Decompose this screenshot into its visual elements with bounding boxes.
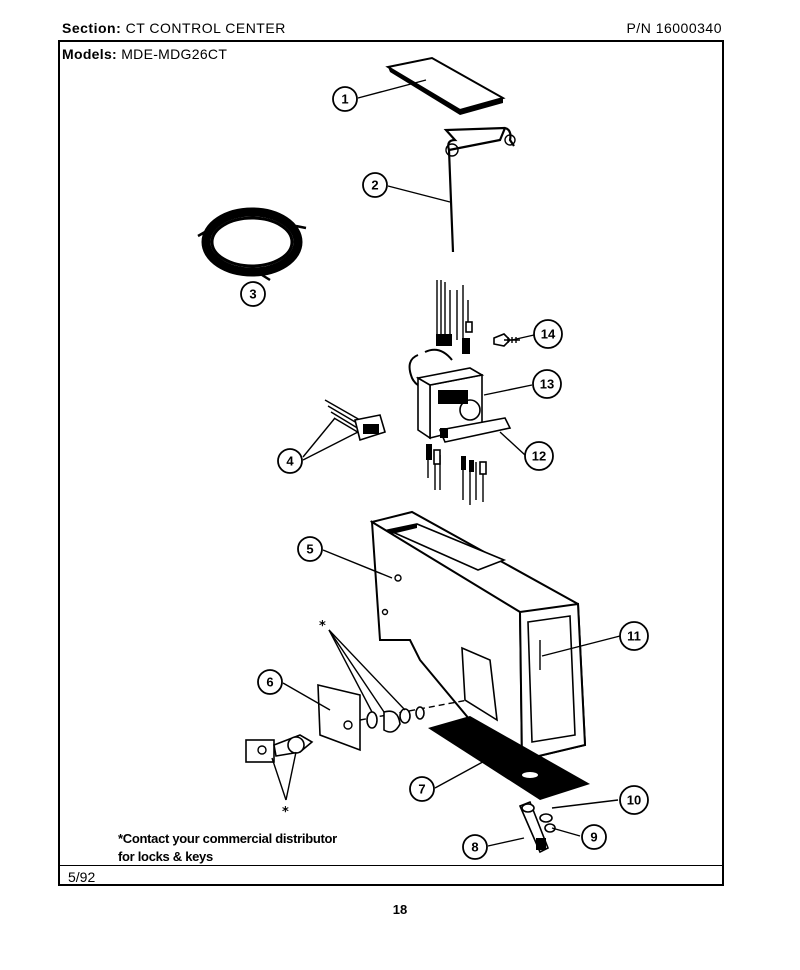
svg-text:7: 7: [418, 782, 425, 797]
pn-label: P/N: [626, 20, 652, 36]
wire-leads-upper: [436, 280, 473, 354]
svg-text:14: 14: [541, 327, 556, 342]
svg-text:3: 3: [249, 287, 256, 302]
svg-text:8: 8: [471, 840, 478, 855]
section-header: Section: CT CONTROL CENTER: [62, 20, 286, 36]
svg-text:10: 10: [627, 793, 641, 808]
section-value: CT CONTROL CENTER: [125, 20, 286, 36]
svg-text:4: 4: [286, 454, 294, 469]
part-6-lock-assembly: [245, 683, 469, 763]
models-label: Models:: [62, 46, 117, 62]
wire-leads-lower: [426, 444, 487, 505]
callout-6: 6: [257, 669, 283, 695]
pn-value: 16000340: [655, 20, 722, 36]
note-line-2: for locks & keys: [118, 849, 213, 864]
star-marker-lower: *: [282, 805, 289, 820]
callout-1: 1: [332, 86, 358, 112]
diagram-frame: [58, 40, 724, 886]
callout-5: 5: [297, 536, 323, 562]
parts-8-9-10-bracket: [518, 800, 556, 854]
part-2-bracket: [443, 126, 516, 253]
part-number-header: P/N 16000340: [626, 20, 722, 36]
svg-text:2: 2: [371, 178, 378, 193]
part-3-wire-coil: [197, 207, 307, 282]
section-label: Section:: [62, 20, 122, 36]
note-line-1: *Contact your commercial distributor: [118, 831, 337, 846]
part-7-plate: [428, 716, 590, 800]
part-1-cover: [385, 56, 506, 115]
part-14-screw: [493, 333, 520, 347]
callout-2: 2: [362, 172, 388, 198]
svg-text:11: 11: [627, 629, 641, 644]
part-13-control-module: [408, 348, 512, 443]
svg-text:12: 12: [532, 449, 546, 464]
models-header: Models: MDE-MDG26CT: [62, 46, 227, 62]
callout-10: 10: [619, 785, 649, 815]
callout-3: 3: [240, 281, 266, 307]
models-value: MDE-MDG26CT: [121, 46, 228, 62]
part-4-harness: [324, 399, 386, 442]
svg-text:5: 5: [306, 542, 313, 557]
svg-text:9: 9: [590, 830, 597, 845]
callout-7: 7: [409, 776, 435, 802]
part-5-housing: [369, 510, 587, 763]
page-number: 18: [392, 902, 408, 917]
callout-9: 9: [581, 824, 607, 850]
svg-text:13: 13: [540, 377, 554, 392]
callout-13: 13: [532, 369, 562, 399]
distributor-note: *Contact your commercial distributor for…: [118, 830, 337, 866]
callout-4: 4: [277, 448, 303, 474]
revision-date: 5/92: [68, 869, 96, 885]
leader-lines: [271, 79, 621, 847]
star-marker-upper: *: [319, 619, 326, 634]
callout-12: 12: [524, 441, 554, 471]
svg-text:6: 6: [266, 675, 273, 690]
footer-divider: [58, 865, 724, 866]
callout-8: 8: [462, 834, 488, 860]
svg-text:1: 1: [341, 92, 348, 107]
part-12-mount: [440, 428, 448, 438]
callout-14: 14: [533, 319, 563, 349]
callout-11: 11: [619, 621, 649, 651]
